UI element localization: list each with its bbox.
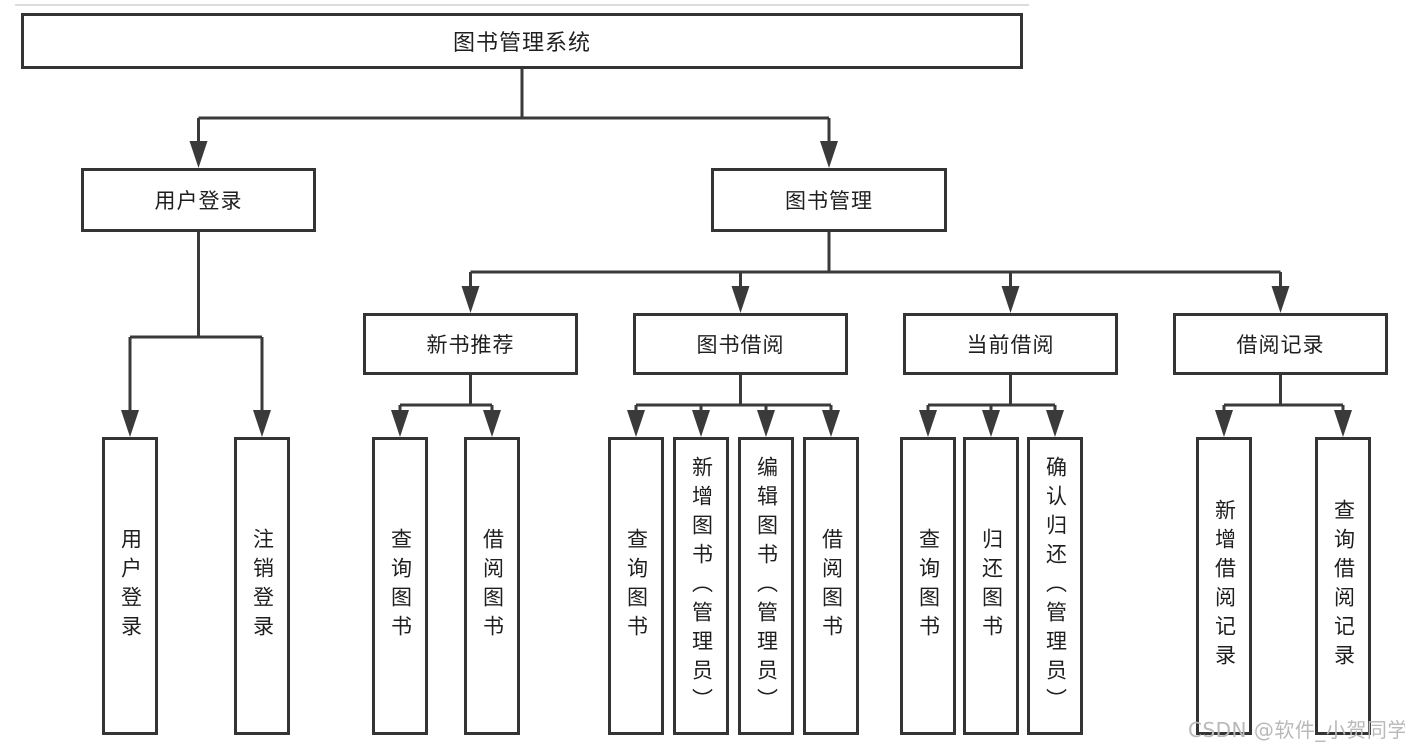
csdn-watermark: CSDN @软件_小贺同学 <box>1188 718 1405 742</box>
node-book-borrow-label: 图书借阅 <box>696 333 785 357</box>
leaf-query-books-borrow-label: 查询图书 <box>624 528 649 644</box>
leaf-confirm-return-admin-label: 确认归还（管理员） <box>1043 455 1068 717</box>
node-user-login: 用户登录 <box>81 168 316 232</box>
leaf-query-books-current-label: 查询图书 <box>916 528 941 644</box>
leaf-logout-label: 注销登录 <box>250 528 275 644</box>
node-new-book-recommend-label: 新书推荐 <box>426 333 515 357</box>
node-new-book-recommend: 新书推荐 <box>363 313 578 375</box>
node-borrow-records-label: 借阅记录 <box>1236 333 1325 357</box>
leaf-add-borrow-record-label: 新增借阅记录 <box>1212 499 1237 673</box>
leaf-query-books-recommend-label: 查询图书 <box>388 528 413 644</box>
connector-book-mgmt-to-level3 <box>461 232 1290 313</box>
leaf-logout: 注销登录 <box>234 437 290 735</box>
leaf-query-borrow-record-label: 查询借阅记录 <box>1331 499 1356 673</box>
node-book-borrow: 图书借阅 <box>633 313 848 375</box>
leaf-edit-book-admin: 编辑图书（管理员） <box>738 437 794 735</box>
node-root-system: 图书管理系统 <box>21 13 1023 69</box>
node-user-login-label: 用户登录 <box>154 189 243 213</box>
leaf-add-borrow-record: 新增借阅记录 <box>1196 437 1252 735</box>
leaf-query-books-current: 查询图书 <box>900 437 956 735</box>
leaf-edit-book-admin-label: 编辑图书（管理员） <box>754 455 779 717</box>
node-borrow-records: 借阅记录 <box>1173 313 1388 375</box>
leaf-query-books-recommend: 查询图书 <box>372 437 428 735</box>
leaf-borrow-books-borrow: 借阅图书 <box>803 437 859 735</box>
leaf-borrow-books-borrow-label: 借阅图书 <box>819 528 844 644</box>
node-root-label: 图书管理系统 <box>452 31 591 56</box>
node-current-borrow: 当前借阅 <box>903 313 1118 375</box>
leaf-query-borrow-record: 查询借阅记录 <box>1315 437 1371 735</box>
connector-user-login-to-leaves <box>121 232 271 437</box>
leaf-borrow-books-recommend-label: 借阅图书 <box>480 528 505 644</box>
leaf-query-books-borrow: 查询图书 <box>608 437 664 735</box>
leaf-add-book-admin-label: 新增图书（管理员） <box>689 455 714 717</box>
leaf-return-book: 归还图书 <box>963 437 1019 735</box>
node-book-management: 图书管理 <box>711 168 947 232</box>
connector-new-book-to-leaves <box>391 375 501 437</box>
leaf-return-book-label: 归还图书 <box>979 528 1004 644</box>
node-current-borrow-label: 当前借阅 <box>966 333 1055 357</box>
connector-book-borrow-to-leaves <box>627 375 840 437</box>
leaf-add-book-admin: 新增图书（管理员） <box>673 437 729 735</box>
leaf-user-login-label: 用户登录 <box>118 528 143 644</box>
connector-root-to-level2 <box>189 69 838 168</box>
leaf-user-login: 用户登录 <box>102 437 158 735</box>
leaf-confirm-return-admin: 确认归还（管理员） <box>1027 437 1083 735</box>
connector-current-borrow-to-leaves <box>919 375 1064 437</box>
leaf-borrow-books-recommend: 借阅图书 <box>464 437 520 735</box>
node-book-management-label: 图书管理 <box>785 189 873 213</box>
top-edge-divider <box>15 4 1029 6</box>
connector-borrow-records-to-leaves <box>1215 375 1352 437</box>
